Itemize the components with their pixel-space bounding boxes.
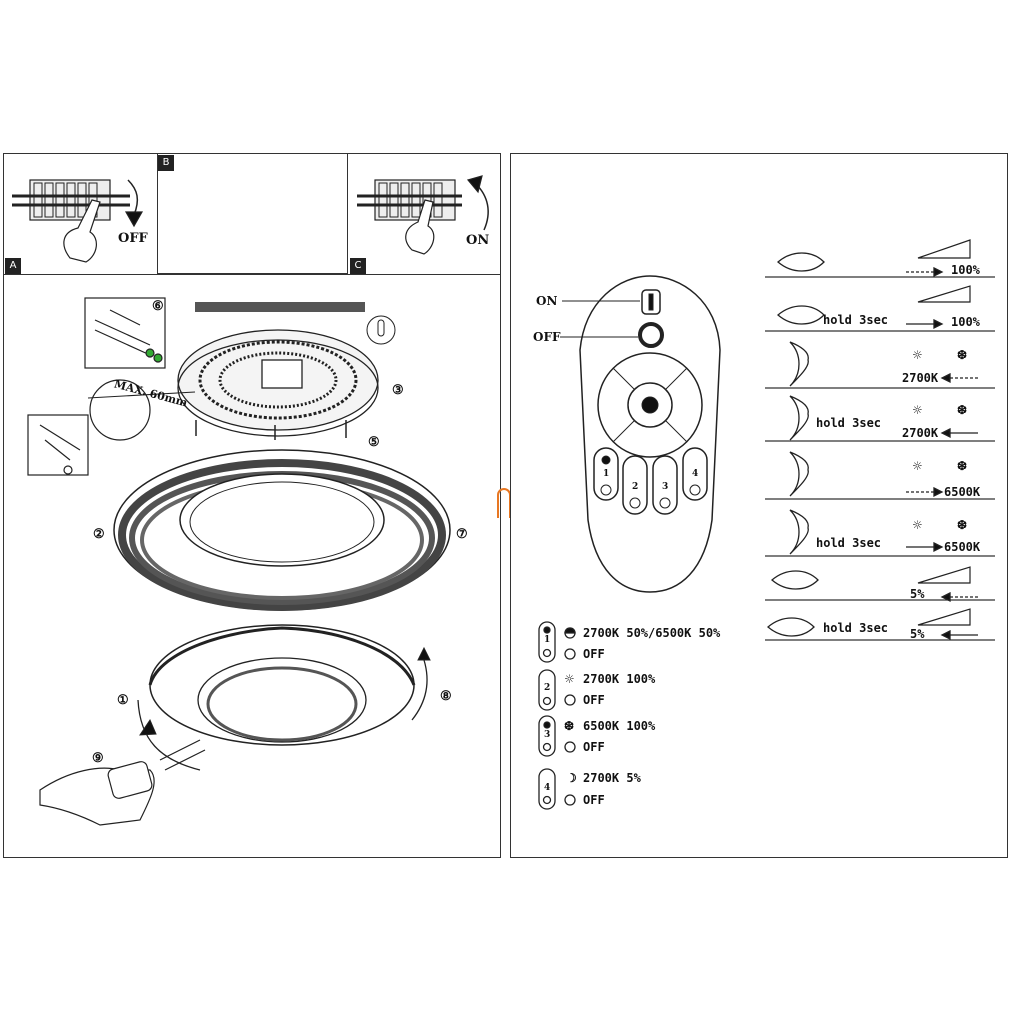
mode-key-2: 2 (544, 683, 551, 693)
mode-2-off: OFF (583, 693, 605, 707)
lamp-cover (137, 624, 431, 771)
base-plate (177, 329, 379, 437)
corner-c: C (350, 258, 366, 274)
mode-2-on: 2700K 100% (583, 672, 656, 686)
mounting-bar (195, 302, 365, 312)
outer-ring (113, 449, 451, 611)
snowflake-icon: ❆ (957, 518, 968, 532)
step-9-number: ⑨ (92, 751, 104, 766)
sun-icon: ☼ (912, 459, 923, 473)
corner-a: A (5, 258, 21, 274)
function-value-1: 100% (951, 263, 980, 277)
remote-button-2: 2 (632, 482, 639, 492)
mode-1-on: 2700K 50%/6500K 50% (583, 626, 721, 640)
breaker-off-drawing (12, 179, 144, 263)
sun-icon: ☼ (564, 672, 575, 686)
mode-3-off: OFF (583, 740, 605, 754)
function-hold-8: hold 3sec (823, 621, 889, 635)
corner-b: B (158, 155, 174, 171)
mode-3-on: 6500K 100% (583, 719, 656, 733)
on-callout-label: ON (536, 294, 558, 308)
snowflake-icon: ❆ (564, 719, 575, 733)
step-3-number: ③ (392, 383, 404, 398)
step-8-number: ⑧ (440, 689, 452, 704)
function-value-6: 6500K (944, 540, 981, 554)
function-hold-2: hold 3sec (823, 313, 889, 327)
remote-button-1: 1 (603, 469, 610, 479)
snowflake-icon: ❆ (957, 403, 968, 417)
remote-panel (510, 153, 1008, 858)
installation-panel (3, 153, 501, 858)
mode-4-off: OFF (583, 793, 605, 807)
step-2-number: ② (93, 527, 105, 542)
mode-key-1: 1 (544, 635, 551, 645)
function-hold-4: hold 3sec (816, 416, 882, 430)
off-callout-label: OFF (533, 330, 561, 344)
mode-4-on: 2700K 5% (583, 771, 641, 785)
step-6-number: ⑥ (152, 299, 164, 314)
moon-icon: ☽ (566, 771, 577, 785)
step-5-number: ⑤ (368, 435, 380, 450)
function-hold-6: hold 3sec (816, 536, 882, 550)
on-action-label: ON (466, 233, 490, 248)
step-7-number: ⑦ (456, 527, 468, 542)
function-value-4: 2700K (902, 426, 939, 440)
breaker-on-drawing (357, 175, 489, 255)
mode-1-off: OFF (583, 647, 605, 661)
sun-icon: ☼ (912, 348, 923, 362)
thermometer-icon (366, 315, 396, 345)
hand-remote-drawing (39, 739, 206, 826)
snowflake-icon: ❆ (957, 348, 968, 362)
function-value-5: 6500K (944, 485, 981, 499)
function-value-7: 5% (910, 587, 925, 601)
mode-key-3: 3 (544, 730, 551, 740)
sun-icon: ☼ (912, 518, 923, 532)
off-action-label: OFF (118, 231, 148, 246)
sun-icon: ☼ (912, 403, 923, 417)
remote-button-4: 4 (692, 469, 699, 479)
step-c-box (347, 153, 501, 275)
step-divider (158, 273, 347, 275)
snowflake-icon: ❆ (957, 459, 968, 473)
step-b-box (3, 153, 158, 275)
mode-key-4: 4 (544, 783, 551, 793)
remote-button-3: 3 (662, 482, 669, 492)
function-value-8: 5% (910, 627, 925, 641)
function-value-3: 2700K (902, 371, 939, 385)
step-1-number: ① (117, 693, 129, 708)
screws (195, 420, 347, 440)
function-value-2: 100% (951, 315, 980, 329)
wiring-detail (27, 297, 166, 476)
